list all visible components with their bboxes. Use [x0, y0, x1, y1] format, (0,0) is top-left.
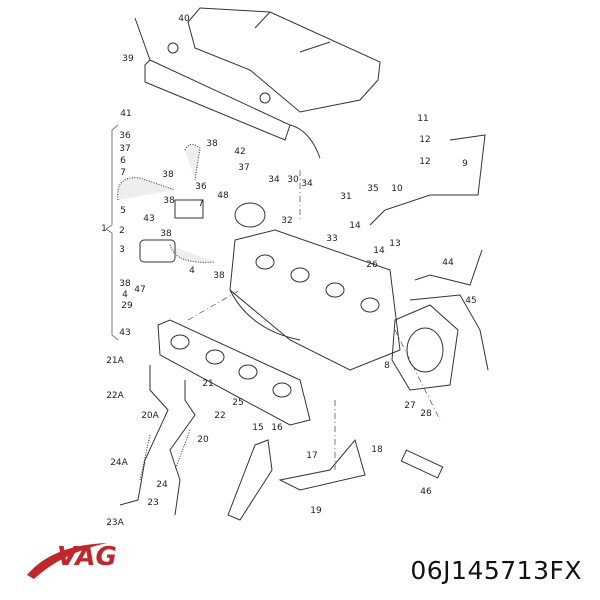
callout-46: 46 — [420, 487, 432, 497]
callout-26: 26 — [366, 260, 378, 270]
callout-30: 30 — [287, 175, 299, 185]
callout-31: 31 — [340, 192, 351, 202]
callout-43: 43 — [119, 328, 130, 338]
callout-29: 29 — [121, 301, 133, 311]
callout-10: 10 — [391, 184, 403, 194]
callout-48: 48 — [217, 191, 229, 201]
callout-43: 43 — [143, 214, 154, 224]
callout-40: 40 — [178, 14, 190, 24]
callout-22a: 22A — [106, 391, 124, 401]
callout-38: 38 — [160, 229, 172, 239]
callout-14: 14 — [349, 221, 361, 231]
callout-47: 47 — [134, 285, 145, 295]
callout-38: 38 — [163, 196, 175, 206]
callout-7: 7 — [120, 168, 126, 178]
callout-39: 39 — [122, 54, 134, 64]
callout-9: 9 — [462, 159, 468, 169]
callout-23a: 23A — [106, 518, 124, 528]
callout-24a: 24A — [110, 458, 128, 468]
callout-12: 12 — [419, 157, 430, 167]
callout-12: 12 — [419, 135, 430, 145]
callout-24: 24 — [156, 480, 168, 490]
hoses-left — [117, 144, 216, 263]
logo-text: VAG — [57, 542, 117, 572]
group-bracket — [105, 124, 119, 341]
callout-5: 5 — [120, 206, 126, 216]
callout-6: 6 — [120, 156, 126, 166]
callout-21: 21 — [202, 379, 213, 389]
part-number: 06J145713FX — [410, 556, 582, 585]
callout-11: 11 — [417, 114, 428, 124]
callout-14: 14 — [373, 246, 385, 256]
callout-20a: 20A — [141, 411, 159, 421]
callout-22: 22 — [214, 411, 225, 421]
callout-13: 13 — [389, 239, 400, 249]
callout-38: 38 — [162, 170, 174, 180]
callout-15: 15 — [252, 423, 263, 433]
turbo-gasket — [391, 304, 459, 391]
callout-34: 34 — [268, 175, 280, 185]
callout-1: 1 — [101, 224, 107, 234]
callout-4: 4 — [189, 266, 195, 276]
callout-27: 27 — [404, 401, 415, 411]
oil-lines — [119, 134, 489, 516]
fuel-rail-bracket — [134, 17, 321, 159]
exhaust-manifold — [229, 202, 401, 371]
callout-37: 37 — [238, 163, 249, 173]
manifold-gasket — [157, 319, 311, 426]
callout-17: 17 — [306, 451, 317, 461]
callout-2: 2 — [119, 226, 125, 236]
callout-19: 19 — [310, 506, 322, 516]
callout-35: 35 — [367, 184, 378, 194]
callout-21a: 21A — [106, 356, 124, 366]
callout-38: 38 — [119, 279, 131, 289]
callout-36: 36 — [119, 131, 131, 141]
callout-38: 38 — [213, 271, 225, 281]
callout-33: 33 — [326, 234, 337, 244]
callout-23: 23 — [147, 498, 158, 508]
callout-38: 38 — [206, 139, 218, 149]
callout-36: 36 — [195, 182, 207, 192]
callout-44: 44 — [442, 258, 454, 268]
heat-shield — [187, 7, 381, 113]
callout-41: 41 — [120, 109, 131, 119]
callout-4: 4 — [122, 290, 128, 300]
callout-45: 45 — [465, 296, 476, 306]
callout-7: 7 — [198, 199, 204, 209]
callout-34: 34 — [301, 179, 313, 189]
callout-8: 8 — [384, 361, 390, 371]
callout-42: 42 — [234, 147, 245, 157]
callout-28: 28 — [420, 409, 432, 419]
callout-37: 37 — [119, 144, 130, 154]
callout-20: 20 — [197, 435, 209, 445]
callout-25: 25 — [232, 398, 243, 408]
callout-32: 32 — [281, 216, 292, 226]
callout-16: 16 — [271, 423, 283, 433]
callout-18: 18 — [371, 445, 383, 455]
support-brackets — [227, 438, 444, 521]
dash-lines — [187, 170, 441, 470]
callout-3: 3 — [119, 245, 125, 255]
